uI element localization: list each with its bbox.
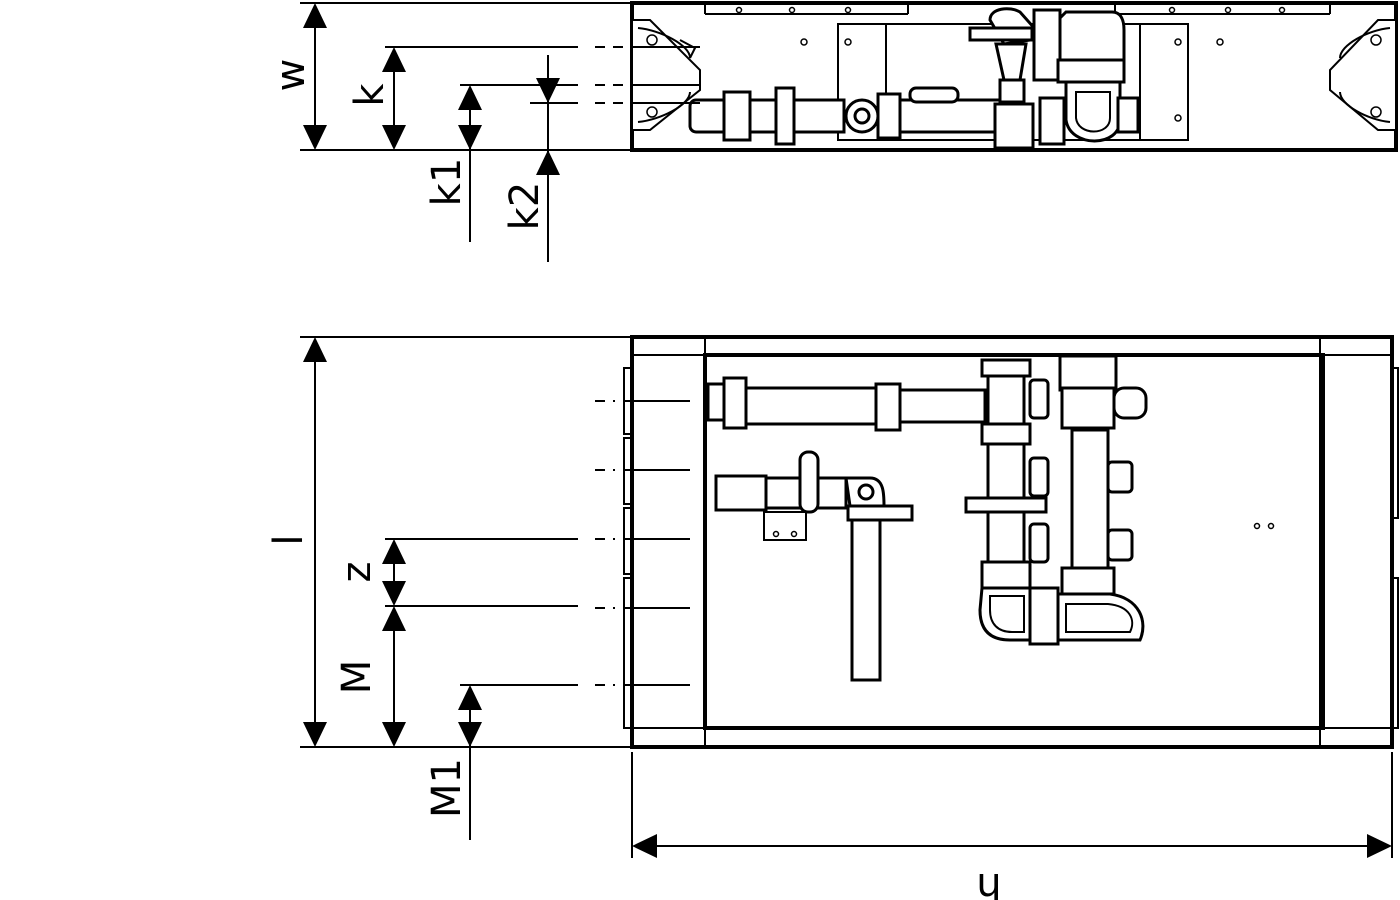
dimension-M	[382, 606, 406, 747]
bottom-extension-lines	[300, 336, 1393, 858]
dimension-M1	[458, 685, 482, 840]
label-h: h	[976, 864, 1001, 900]
label-k2: k2	[502, 182, 548, 231]
dimension-l	[303, 337, 327, 747]
dimension-h	[632, 834, 1392, 858]
label-k: k	[347, 83, 393, 107]
dimension-k2	[536, 55, 560, 262]
label-w: w	[268, 59, 314, 92]
dimension-k	[382, 47, 406, 150]
top-pipe-run	[688, 86, 1066, 150]
top-view	[595, 1, 1398, 152]
label-M: M	[334, 660, 380, 695]
plan-lower-pipe	[714, 450, 914, 682]
top-valve	[968, 7, 1062, 104]
dimension-w	[303, 3, 327, 150]
label-l: l	[266, 534, 312, 545]
bottom-view	[595, 335, 1399, 749]
top-extension-lines	[300, 2, 632, 151]
dimension-k1	[458, 85, 482, 242]
label-z: z	[334, 562, 380, 583]
plan-upper-pipe	[706, 376, 987, 432]
plan-elbows	[978, 586, 1145, 646]
right-bracket	[1329, 19, 1397, 131]
label-M1: M1	[424, 758, 470, 818]
top-elbow	[1056, 10, 1140, 143]
dimension-z	[382, 539, 406, 606]
label-k1: k1	[424, 158, 470, 207]
plan-manifold-right	[1058, 354, 1148, 596]
